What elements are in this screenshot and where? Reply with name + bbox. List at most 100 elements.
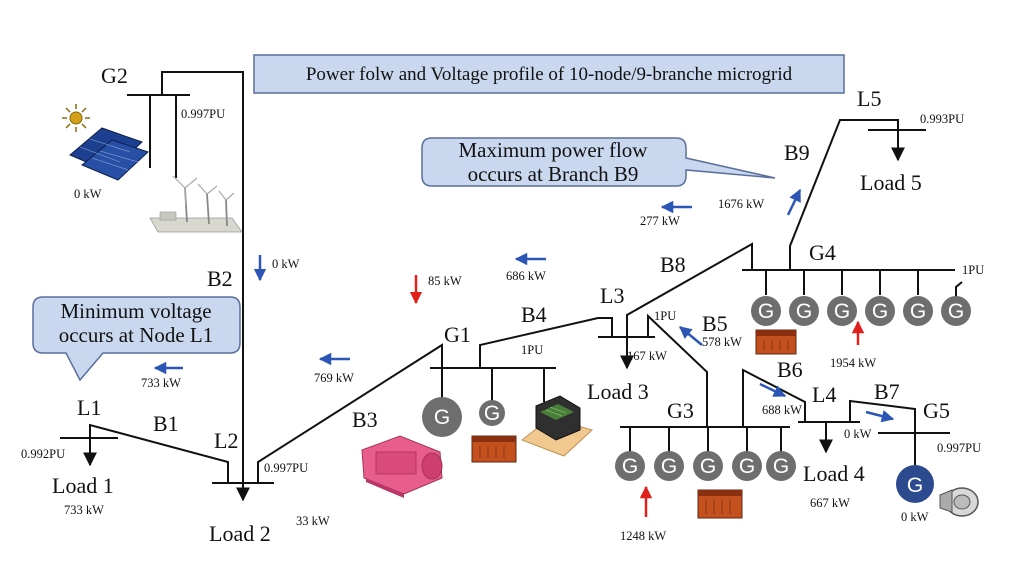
solar-panel-icon [69,127,149,181]
generator-g1-small: G [479,400,505,426]
load-2-label: Load 2 [209,521,271,546]
bus-g5-label: G5 [923,398,950,423]
svg-text:G: G [661,455,677,478]
voltage-l3: 1PU [654,309,676,323]
power-pv: 0 kW [74,187,102,201]
load-5-label: Load 5 [860,170,922,195]
bus-l1-label: L1 [77,395,101,420]
bus-labels: G2 G1 G3 G4 G5 L1 L2 L3 L4 L5 [77,63,950,453]
bus-g2-label: G2 [101,63,128,88]
branch-b2-label: B2 [207,266,233,291]
sun-icon [62,104,90,132]
voltage-l5: 0.993PU [920,112,964,126]
power-b2: 0 kW [272,257,300,271]
svg-text:G: G [739,455,755,478]
power-b8-blue: 686 kW [506,269,546,283]
power-l2-load: 33 kW [296,514,330,528]
branch-b4-label: B4 [521,302,547,327]
diesel-generator-icon-g1 [471,435,517,463]
power-l3-load: 167 kW [627,349,667,363]
generator-g4-6: G [941,296,971,326]
voltage-g1: 1PU [521,343,543,357]
diagram-title: Power folw and Voltage profile of 10-nod… [306,64,793,85]
power-b6-flow: 688 kW [762,403,802,417]
bus-g4-label: G4 [809,240,836,265]
red-flow-arrows [409,275,865,517]
generator-g4-1: G [751,296,781,326]
load-3-label: Load 3 [587,379,649,404]
branch-b7-label: B7 [874,379,900,404]
generators: G G G G G G G G G G G G G G [422,296,971,503]
generator-g1-large: G [422,397,462,437]
callout-max-flow-line2: occurs at Branch B9 [468,162,639,186]
generator-g3-2: G [654,451,684,481]
callout-max-flow: Maximum power flow occurs at Branch B9 [421,137,776,187]
power-l4-load: 667 kW [810,496,850,510]
arrow-b6 [759,382,787,398]
svg-text:G: G [758,300,774,323]
diesel-generator-icon-b5 [755,329,797,355]
svg-text:G: G [622,455,638,478]
power-labels: 0 kW 0 kW 85 kW 686 kW 277 kW 1676 kW 73… [64,187,929,543]
branch-b8-label: B8 [660,252,686,277]
arrow-b7 [865,410,895,423]
power-g3-gen: 1248 kW [620,529,666,543]
generator-g4-3: G [827,296,857,326]
svg-text:G: G [484,402,500,425]
generator-g3-3: G [693,451,723,481]
load-labels: Load 1 Load 2 Load 3 Load 4 Load 5 [52,170,922,546]
generator-g4-4: G [865,296,895,326]
generator-g3-5: G [766,451,796,481]
power-b5-flow: 578 kW [702,335,742,349]
bus-g1-label: G1 [444,322,471,347]
svg-text:G: G [434,406,450,429]
gas-turbine-icon [361,435,443,498]
bus-l2-label: L2 [214,428,238,453]
power-b1-flow: 733 kW [141,376,181,390]
power-b3-flow: 769 kW [314,371,354,385]
callout-max-flow-line1: Maximum power flow [459,138,649,162]
battery-storage-icon [520,395,593,457]
voltage-g2: 0.997PU [181,107,225,121]
branch-b3-label: B3 [352,407,378,432]
branch-labels: B1 B2 B3 B4 B5 B6 B7 B8 B9 [153,140,900,436]
generator-g5: G [896,465,934,503]
bus-g3-label: G3 [667,398,694,423]
title-box: Power folw and Voltage profile of 10-nod… [253,54,845,94]
generator-g4-2: G [789,296,819,326]
blue-flow-arrows [153,188,895,423]
generator-g3-1: G [615,451,645,481]
voltage-l1: 0.992PU [21,447,65,461]
network-lines [60,71,963,502]
svg-text:G: G [872,300,888,323]
power-g5-gen: 0 kW [901,510,929,524]
bus-l5-label: L5 [857,86,881,111]
svg-text:G: G [773,455,789,478]
callout-min-voltage-line1: Minimum voltage [60,299,211,323]
svg-text:G: G [910,300,926,323]
branch-b6-label: B6 [777,357,803,382]
voltage-g5: 0.997PU [937,441,981,455]
callout-min-voltage-line2: occurs at Node L1 [59,323,214,347]
power-g1-red: 85 kW [428,274,462,288]
bus-l4-label: L4 [812,382,836,407]
generator-g3-4: G [732,451,762,481]
svg-text:G: G [796,300,812,323]
voltage-labels: 0.997PU 0.993PU 1PU 1PU 1PU 0.992PU 0.99… [21,107,984,475]
callout-min-voltage: Minimum voltage occurs at Node L1 [32,296,241,382]
generator-g4-5: G [903,296,933,326]
load-1-label: Load 1 [52,473,114,498]
power-b9-blue: 277 kW [640,214,680,228]
diesel-generator-icon-g3 [697,489,743,519]
voltage-l2: 0.997PU [264,461,308,475]
load-4-label: Load 4 [803,461,865,486]
svg-text:G: G [907,474,923,497]
branch-b9-label: B9 [784,140,810,165]
power-b7-flow: 0 kW [844,427,872,441]
svg-text:G: G [834,300,850,323]
svg-text:G: G [700,455,716,478]
power-g4-gen: 1954 kW [830,356,876,370]
wind-turbine-icon [149,175,243,233]
power-b9-flow: 1676 kW [718,197,764,211]
